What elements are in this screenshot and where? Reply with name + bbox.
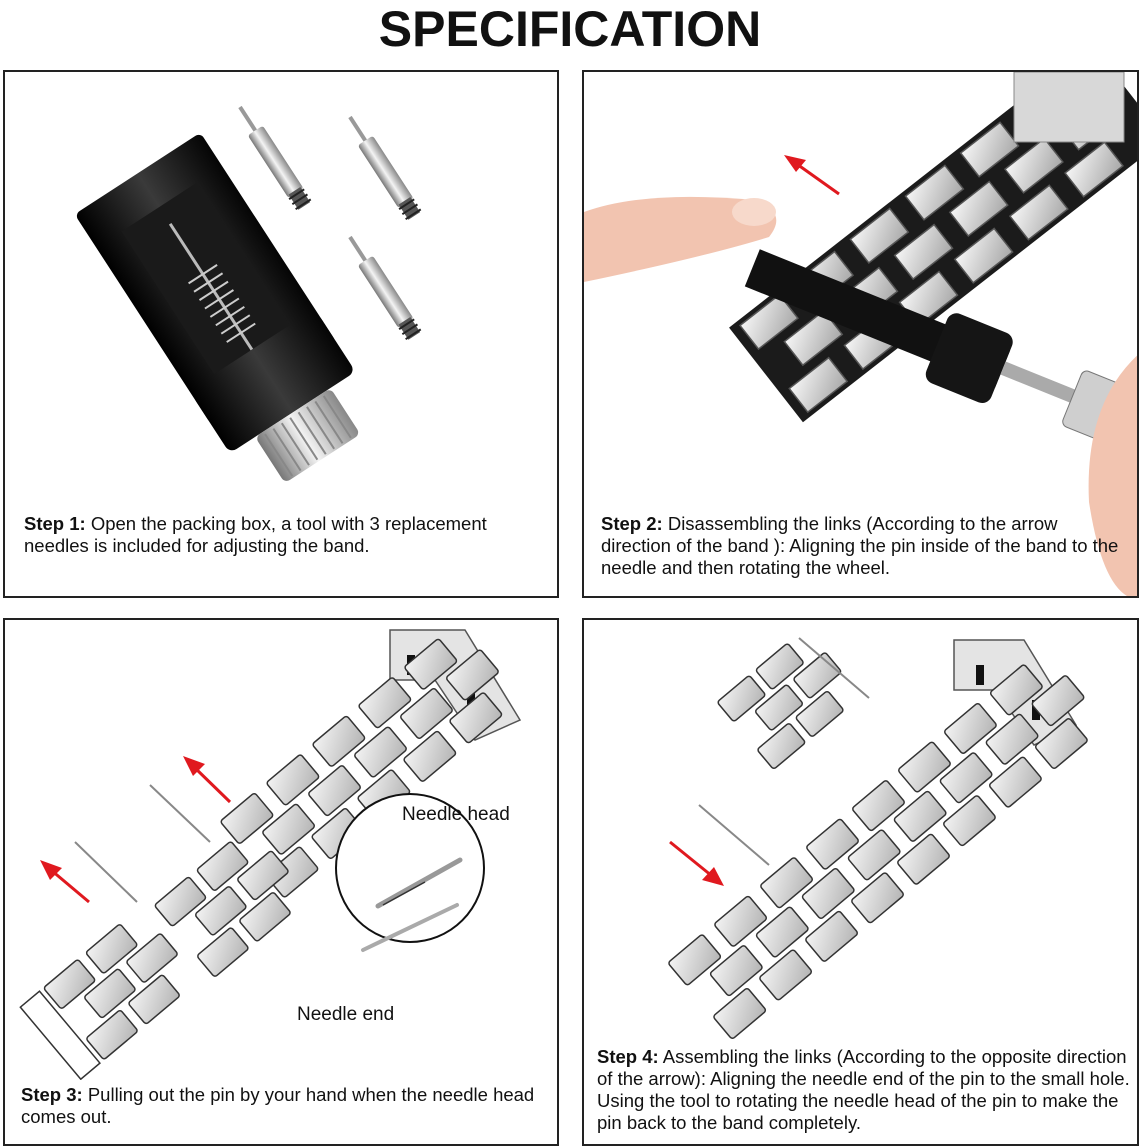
pin-icon: [798, 637, 870, 699]
red-arrow-up-left-icon: [183, 756, 232, 804]
step-1-label: Step 1:: [24, 513, 86, 534]
pin-icon: [149, 784, 211, 843]
needle-end-label: Needle end: [297, 1004, 395, 1025]
band-adjuster-tool-icon: [76, 105, 422, 481]
step-4-caption: Step 4: Assembling the links (According …: [597, 1046, 1132, 1134]
step-4-panel: Step 4: Assembling the links (According …: [582, 618, 1139, 1146]
red-arrow-up-left-icon: [40, 860, 90, 904]
step-1-panel: Step 1: Open the packing box, a tool wit…: [3, 70, 559, 598]
step-2-caption: Step 2: Disassembling the links (Accordi…: [601, 513, 1131, 579]
step-2-label: Step 2:: [601, 513, 663, 534]
step-2-text: Disassembling the links (According to th…: [601, 513, 1119, 578]
page-title: SPECIFICATION: [378, 1, 762, 57]
band-reassembly-illustration: [668, 637, 1088, 1039]
step-3-caption: Step 3: Pulling out the pin by your hand…: [21, 1084, 541, 1128]
step-4-label: Step 4:: [597, 1046, 659, 1067]
needle-magnifier-icon: [335, 793, 485, 952]
red-arrow-down-right-icon: [669, 840, 724, 886]
pin-icon: [74, 841, 138, 903]
hand-tool-band-illustration: [584, 72, 1137, 596]
replacement-pin-icon: [238, 105, 422, 341]
step-4-text: Assembling the links (According to the o…: [597, 1046, 1130, 1133]
step-3-text: Pulling out the pin by your hand when th…: [21, 1084, 535, 1127]
step-3-panel: Needle head Needle end Step 3: Pulling o…: [3, 618, 559, 1146]
step-1-text: Open the packing box, a tool with 3 repl…: [24, 513, 487, 556]
red-arrow-up-left-icon: [784, 155, 840, 196]
pin-icon: [698, 804, 770, 866]
step-1-caption: Step 1: Open the packing box, a tool wit…: [24, 513, 544, 557]
needle-head-label: Needle head: [402, 804, 510, 825]
step-3-label: Step 3:: [21, 1084, 83, 1105]
step-2-panel: Step 2: Disassembling the links (Accordi…: [582, 70, 1139, 598]
band-links-separated-illustration: [19, 629, 522, 1080]
